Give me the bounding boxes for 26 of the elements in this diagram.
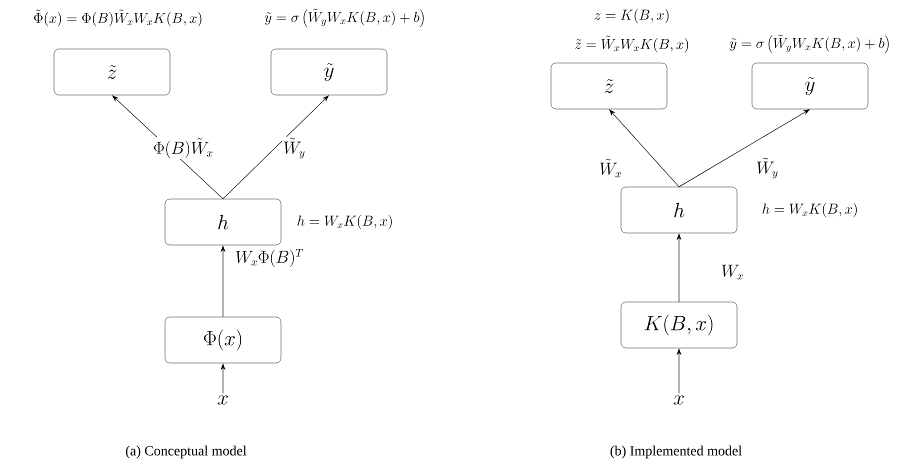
edge-label: $W_x$ <box>720 264 745 280</box>
process-box: $\tilde{z}$ <box>550 62 668 110</box>
equation-label: $h = W_x K(B,x)$ <box>298 214 392 230</box>
edge-label: $\tilde{W}_y$ <box>755 156 780 180</box>
process-box: $\tilde{y}$ <box>270 48 388 96</box>
process-box: $\Phi(x)$ <box>164 316 282 364</box>
equation-label: $h = W_x K(B,x)$ <box>762 202 857 218</box>
equation-label: $\tilde{\Phi}(x) = \Phi(B)\tilde{W}_x W_x K(B,x)$ <box>34 10 202 26</box>
arrow <box>678 109 810 188</box>
edge-label: $\Phi(B)\tilde{W}_x$ <box>152 137 214 159</box>
process-box: $K(B,x)$ <box>620 302 738 348</box>
equation-label: $\tilde{y} = \sigma\left(\tilde{W}_y W_x K(B,x) + b\right)$ <box>264 8 424 28</box>
edge-label: $\tilde{W}_x$ <box>598 158 623 178</box>
equation-label: $\tilde{y} = \sigma\left(\tilde{W}_y W_x K(B,x) + b\right)$ <box>730 34 889 54</box>
caption: (b) Implemented model <box>610 446 742 458</box>
edge-label: $W_x\Phi(B)^T$ <box>234 248 305 268</box>
process-box: $h$ <box>164 198 282 246</box>
caption: (a) Conceptual model <box>126 446 246 458</box>
equation-label: $z = K(B,x)$ <box>594 8 669 24</box>
process-box: $h$ <box>620 186 738 234</box>
process-box: $\tilde{z}$ <box>54 48 170 96</box>
input-label: $x$ <box>218 395 228 405</box>
input-label: $x$ <box>674 395 684 405</box>
process-box: $\tilde{y}$ <box>752 62 868 110</box>
equation-label: $\tilde{z} = \tilde{W}_x W_x K(B,x)$ <box>575 36 688 52</box>
edge-label: $\tilde{W}_y$ <box>282 136 306 160</box>
